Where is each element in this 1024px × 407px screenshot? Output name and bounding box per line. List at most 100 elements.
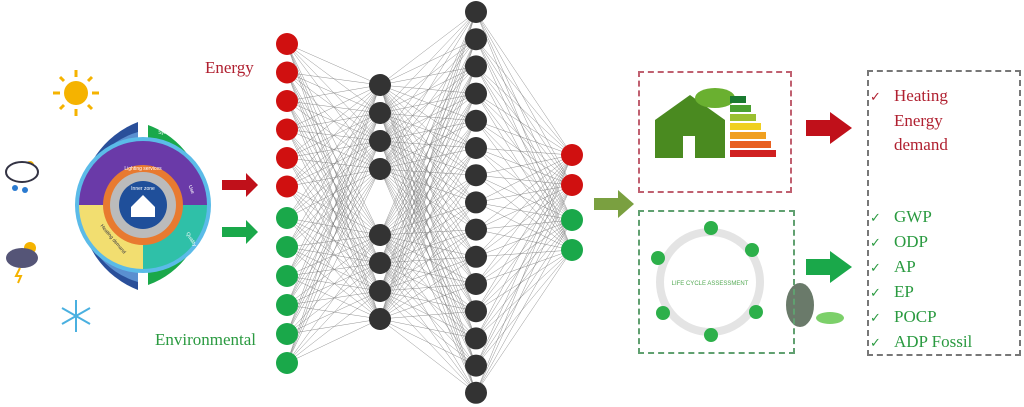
wheel-center-label: Inner zone [131, 186, 155, 192]
edge [286, 140, 381, 364]
neuron-layer-1 [276, 323, 298, 345]
edge [286, 43, 381, 86]
neuron-layer-2 [369, 158, 391, 180]
edge [379, 168, 477, 176]
edge [379, 11, 477, 236]
green-arrow-icon [222, 220, 258, 244]
edge [286, 43, 381, 170]
edge [379, 168, 477, 285]
wheel-label-symptoms: Symptoms [158, 130, 182, 136]
edge [379, 202, 477, 320]
edge [379, 93, 477, 142]
edge [475, 66, 573, 156]
edge [475, 11, 573, 221]
edge [379, 112, 477, 203]
edge [286, 304, 381, 320]
neuron-layer-3 [465, 245, 487, 268]
edge [379, 93, 477, 114]
edge [379, 175, 477, 264]
neuron-layer-3 [465, 109, 487, 132]
edge [286, 84, 381, 102]
edge [379, 39, 477, 142]
edge [475, 219, 573, 312]
energy-box [638, 71, 792, 193]
neuron-layer-3 [465, 55, 487, 78]
edge [286, 43, 381, 142]
edge [379, 168, 477, 366]
edge [475, 249, 573, 393]
edge [379, 175, 477, 320]
energy-rating-bar [730, 114, 756, 121]
edge [379, 283, 477, 320]
edge [286, 168, 381, 248]
edge [286, 275, 381, 320]
edge [379, 140, 477, 149]
neuron-layer-1 [276, 175, 298, 198]
neuron-layer-1 [276, 294, 298, 316]
edge [475, 175, 573, 186]
edge [379, 256, 477, 320]
edge [379, 66, 477, 320]
edge [475, 219, 573, 366]
neuron-layer-3 [465, 82, 487, 105]
edge [475, 154, 573, 285]
neuron-layer-3 [465, 300, 487, 323]
edge [475, 154, 573, 339]
edge [475, 39, 573, 221]
edge [286, 290, 381, 364]
edge [286, 262, 381, 335]
neuron-layer-2 [369, 130, 391, 152]
edge [379, 84, 477, 203]
list-item: ✓AP [870, 257, 916, 276]
edge [475, 11, 573, 156]
edge [379, 11, 477, 292]
edge [475, 120, 573, 186]
edge [379, 11, 477, 320]
edge [379, 256, 477, 264]
lca-label: LIFE CYCLE ASSESSMENT [672, 281, 749, 287]
edge [379, 290, 477, 366]
edge [475, 93, 573, 186]
edge [379, 140, 477, 176]
edge [286, 318, 381, 364]
edge [475, 147, 573, 221]
edge [379, 112, 477, 312]
edge [286, 290, 381, 335]
edge [286, 246, 381, 320]
edge [379, 112, 477, 230]
sun-icon [53, 70, 99, 116]
edge [286, 168, 381, 277]
edge [475, 120, 573, 221]
edge [286, 112, 381, 248]
storm-cloud-icon [6, 242, 38, 284]
neuron-layer-2 [369, 74, 391, 96]
edge [475, 175, 573, 221]
edge [379, 262, 477, 312]
edge [286, 186, 381, 236]
edge [379, 202, 477, 292]
edge [286, 275, 381, 292]
edge [379, 262, 477, 285]
edge [286, 246, 381, 292]
list-item: ✓EP [870, 282, 914, 301]
edge [379, 140, 477, 285]
edge [286, 100, 381, 142]
edge [286, 168, 381, 364]
edge [475, 93, 573, 251]
edge [379, 168, 477, 203]
list-item: ✓Heating [870, 86, 948, 105]
neuron-layer-3 [465, 218, 487, 241]
edge [379, 120, 477, 142]
edge [286, 72, 381, 114]
edge [286, 217, 381, 264]
edge [286, 168, 381, 187]
neuron-layer-1 [276, 352, 298, 374]
neuron-layer-1 [276, 236, 298, 258]
edge [379, 84, 477, 149]
neuron-layer-1 [276, 265, 298, 287]
mixed-arrow-icon [594, 190, 634, 218]
edge [379, 256, 477, 292]
list-item: ✓GWP [870, 207, 932, 226]
edge [379, 262, 477, 339]
